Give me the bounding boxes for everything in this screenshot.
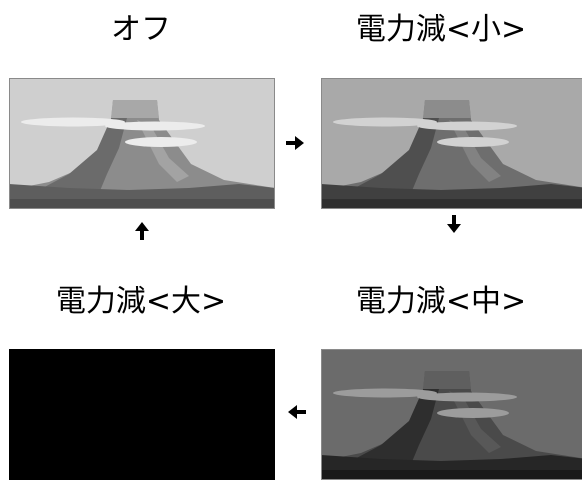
arrow-up-icon — [134, 221, 150, 241]
cloud — [437, 408, 509, 418]
cloud — [105, 393, 205, 402]
screen-panel-off — [9, 78, 275, 209]
cloud — [437, 137, 509, 147]
label-power-saving-high: 電力減<大> — [1, 282, 281, 322]
screen-panel-power-saving-medium — [321, 349, 582, 480]
cloud — [125, 408, 197, 418]
cloud — [105, 122, 205, 131]
ground — [321, 199, 582, 209]
label-power-saving-low: 電力減<小> — [301, 10, 581, 50]
label-off: オフ — [1, 10, 281, 50]
volcano-scene — [9, 349, 275, 480]
cloud — [417, 122, 517, 131]
volcano-scene — [9, 78, 275, 209]
ground — [9, 199, 275, 209]
arrow-left-icon — [287, 404, 307, 420]
arrow-right-icon — [285, 135, 305, 151]
ground — [9, 470, 275, 480]
summit — [111, 371, 159, 389]
cloud — [125, 137, 197, 147]
label-power-saving-medium: 電力減<中> — [301, 282, 581, 322]
volcano-scene — [321, 349, 582, 480]
ground — [321, 470, 582, 480]
summit — [111, 100, 159, 118]
summit — [423, 371, 471, 389]
cloud — [417, 393, 517, 402]
volcano-scene — [321, 78, 582, 209]
screen-panel-power-saving-high — [9, 349, 275, 480]
screen-panel-power-saving-low — [321, 78, 582, 209]
arrow-down-icon — [446, 214, 462, 234]
summit — [423, 100, 471, 118]
